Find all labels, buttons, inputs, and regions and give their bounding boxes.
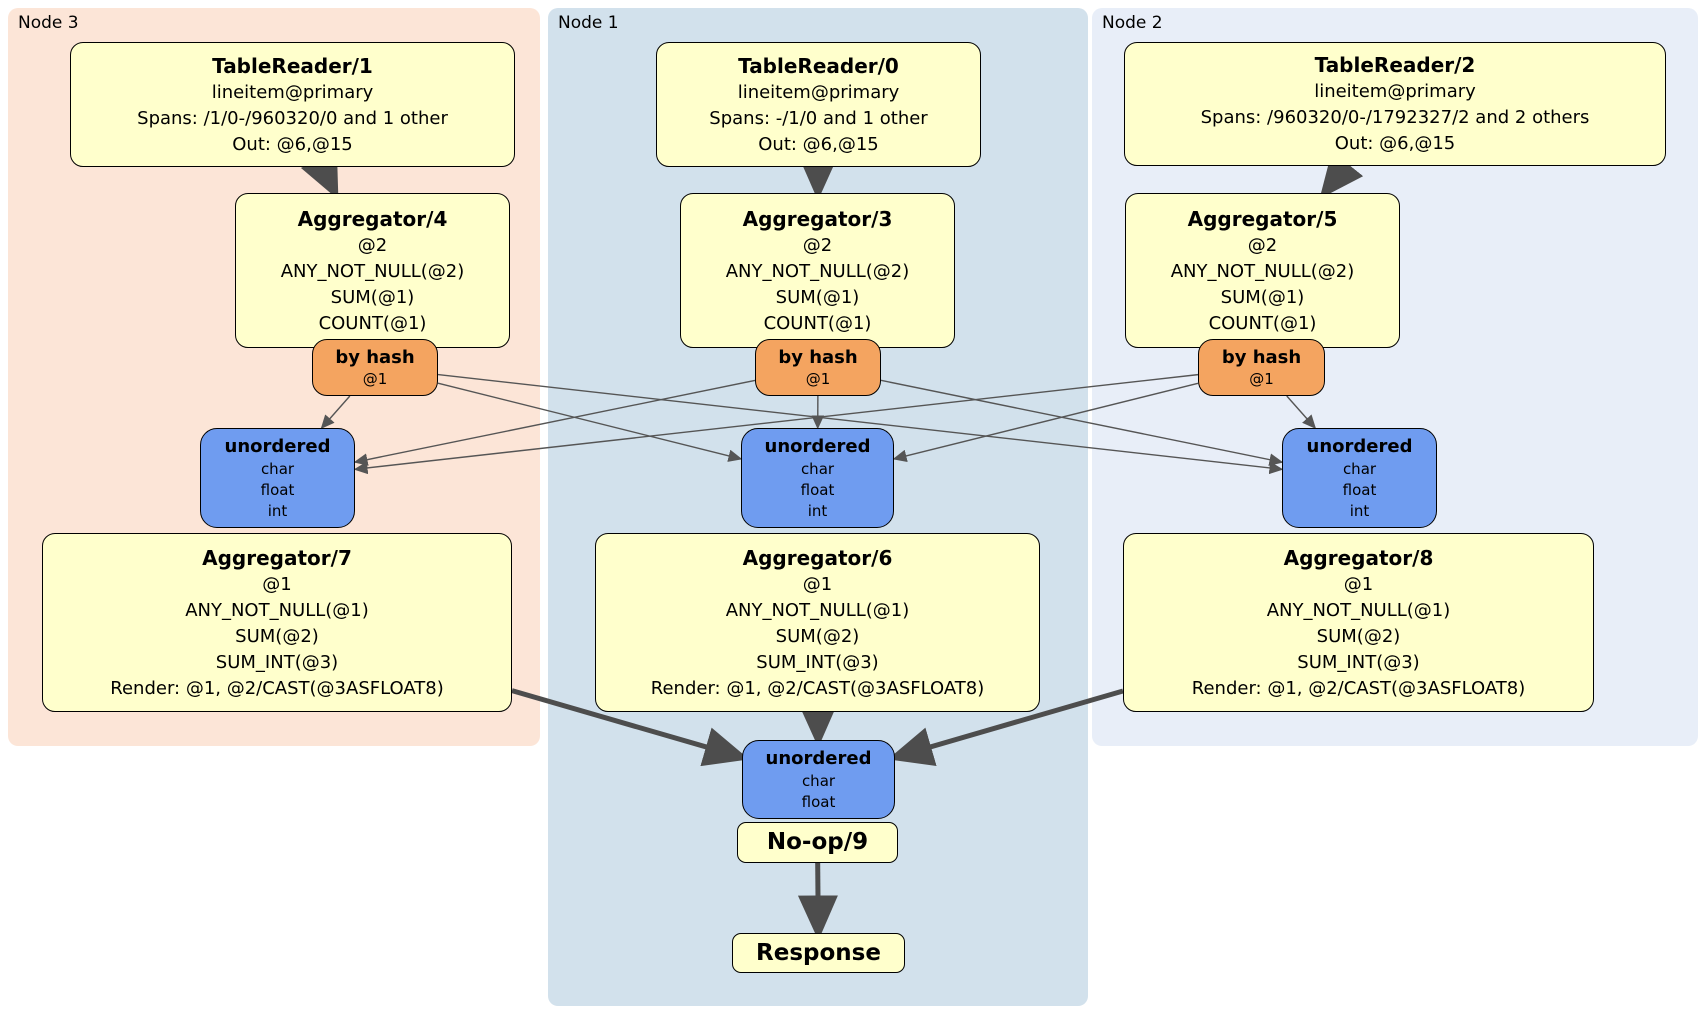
aggregator-6-box-line: SUM_INT(@3) [756,651,879,673]
no-op-9-box-title: No-op/9 [766,829,869,855]
aggregator-6-box-line: Render: @1, @2/CAST(@3ASFLOAT8) [650,677,985,699]
aggregator-3-box-line: SUM(@1) [775,286,860,308]
unordered-sync-node1-line: float [800,480,835,499]
tablereader-1-box-line: lineitem@primary [211,81,374,103]
aggregator-7-box-title: Aggregator/7 [202,545,352,570]
by-hash-router-node2: by hash @1 [1198,339,1325,396]
tablereader-2-box-line: Spans: /960320/0-/1792327/2 and 2 others [1200,107,1590,128]
aggregator-7-box-line: Render: @1, @2/CAST(@3ASFLOAT8) [110,677,444,699]
node-label: Node 1 [558,13,619,33]
tablereader-0-box-line: Out: @6,@15 [758,133,879,155]
tablereader-0-box-title: TableReader/0 [738,53,899,78]
by-hash-router-node3-title: by hash [335,347,415,368]
aggregator-4-box-line: ANY_NOT_NULL(@2) [280,260,465,282]
aggregator-4-box-line: COUNT(@1) [318,312,427,334]
by-hash-router-node1-line: @1 [805,370,831,388]
aggregator-6-box-line: @1 [802,573,833,595]
aggregator-5-box-line: SUM(@1) [1220,286,1305,308]
unordered-sync-node3: unordered char float int [200,428,355,528]
aggregator-6-box-title: Aggregator/6 [742,545,893,570]
node-label: Node 2 [1102,13,1163,33]
by-hash-router-node3: by hash @1 [312,339,438,396]
unordered-sync-node3-title: unordered [224,435,331,457]
aggregator-3-box-line: COUNT(@1) [763,312,872,334]
aggregator-7-box-line: SUM(@2) [235,625,319,647]
aggregator-8-box-line: Render: @1, @2/CAST(@3ASFLOAT8) [1191,677,1526,699]
aggregator-7-box-line: ANY_NOT_NULL(@1) [185,599,369,621]
tablereader-1-box-line: Out: @6,@15 [232,133,353,155]
unordered-sync-node2: unordered char float int [1282,428,1437,528]
by-hash-router-node1-title: by hash [778,347,858,368]
unordered-sync-final-line: float [801,792,836,811]
unordered-sync-final-line: char [801,771,836,790]
aggregator-8-box-line: @1 [1343,573,1374,595]
aggregator-3-box-line: ANY_NOT_NULL(@2) [725,260,910,282]
unordered-sync-node2-line: int [1349,501,1370,520]
by-hash-router-node1: by hash @1 [755,339,881,396]
unordered-sync-node1-line: int [807,501,828,520]
unordered-sync-final-title: unordered [765,747,872,769]
tablereader-1-box-title: TableReader/1 [212,53,373,78]
unordered-sync-node3-line: float [260,480,295,499]
aggregator-3-box-title: Aggregator/3 [742,206,893,231]
by-hash-router-node3-line: @1 [362,370,388,388]
aggregator-4-box-title: Aggregator/4 [297,206,448,231]
unordered-sync-node2-line: float [1342,480,1377,499]
tablereader-2-box-line: lineitem@primary [1314,81,1476,102]
unordered-sync-node1-title: unordered [764,435,871,457]
response-box: Response [732,933,905,973]
unordered-sync-node3-line: int [267,501,288,520]
tablereader-0-box-line: Spans: -/1/0 and 1 other [709,107,928,129]
node-label: Node 3 [18,13,79,33]
tablereader-1-box-line: Spans: /1/0-/960320/0 and 1 other [137,107,448,129]
aggregator-8-box-line: ANY_NOT_NULL(@1) [1266,599,1451,621]
response-box-title: Response [756,939,881,966]
by-hash-router-node2-title: by hash [1221,347,1302,368]
tablereader-2-box-line: Out: @6,@15 [1334,133,1456,154]
unordered-sync-node3-line: char [260,459,295,478]
unordered-sync-final: unordered char float [742,740,895,819]
aggregator-5-box-line: ANY_NOT_NULL(@2) [1170,260,1355,282]
aggregator-8-box-title: Aggregator/8 [1283,545,1434,570]
aggregator-5-box-line: COUNT(@1) [1208,312,1317,334]
aggregator-3-box-line: @2 [802,234,833,256]
unordered-sync-node1-line: char [800,459,835,478]
unordered-sync-node2-title: unordered [1306,435,1413,457]
aggregator-5-box-title: Aggregator/5 [1187,206,1338,231]
aggregator-4-box-line: @2 [357,234,388,256]
tablereader-0-box-line: lineitem@primary [737,81,900,103]
aggregator-7-box-line: @1 [262,573,292,595]
aggregator-6-box-line: ANY_NOT_NULL(@1) [725,599,910,621]
unordered-sync-node2-line: char [1342,459,1377,478]
aggregator-7-box-line: SUM_INT(@3) [215,651,339,673]
tablereader-2-box-title: TableReader/2 [1314,53,1476,77]
aggregator-6-box-line: SUM(@2) [775,625,860,647]
no-op-9-box: No-op/9 [737,822,898,863]
by-hash-router-node2-line: @1 [1249,370,1274,388]
aggregator-5-box-line: @2 [1247,234,1278,256]
aggregator-4-box-line: SUM(@1) [330,286,415,308]
aggregator-8-box-line: SUM_INT(@3) [1297,651,1420,673]
unordered-sync-node1: unordered char float int [741,428,894,528]
aggregator-8-box-line: SUM(@2) [1316,625,1401,647]
